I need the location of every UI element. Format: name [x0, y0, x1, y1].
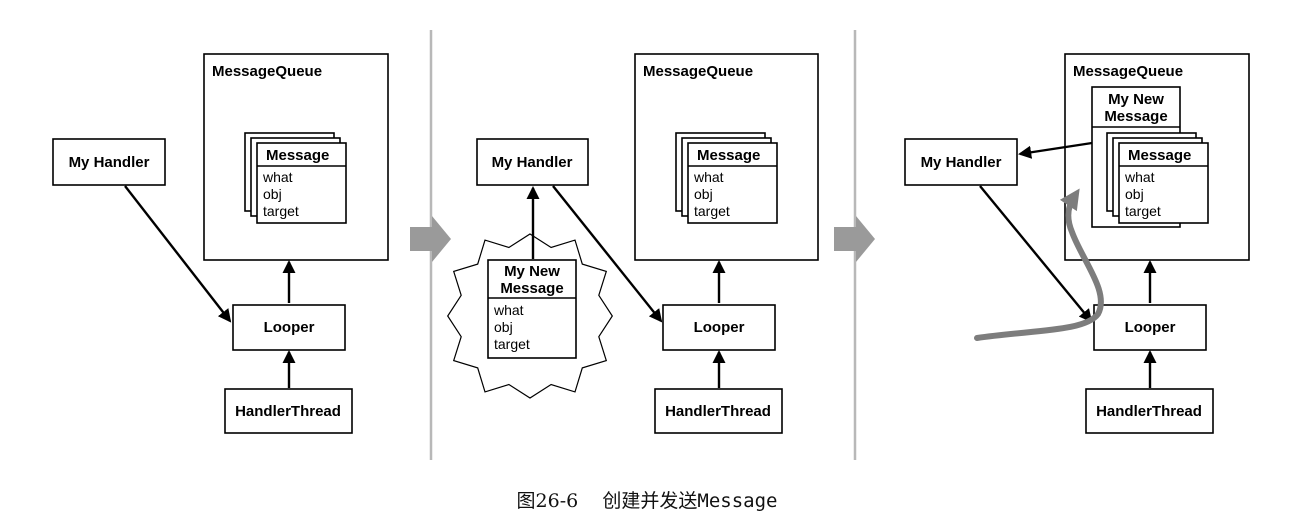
- message-field-target: target: [1125, 203, 1161, 219]
- panel-2: MessageQueue Message Message what obj ta…: [446, 53, 819, 434]
- my-handler-box: My Handler: [476, 138, 589, 186]
- my-handler-box: My Handler: [904, 138, 1018, 186]
- transition-arrow-icon: [410, 216, 451, 262]
- message-to-handler-arrow: [1018, 141, 1093, 159]
- looper-label: Looper: [264, 319, 315, 336]
- new-message-label-line2: Message: [500, 280, 563, 297]
- handler-thread-label: HandlerThread: [235, 403, 341, 420]
- message-queue-label: MessageQueue: [643, 63, 753, 80]
- message-field-what: what: [693, 169, 724, 185]
- my-handler-label: My Handler: [69, 154, 150, 171]
- handler-to-looper-arrow: [979, 185, 1093, 323]
- handler-thread-box: HandlerThread: [1085, 388, 1214, 434]
- message-stack: Message Message what obj target: [675, 132, 778, 224]
- message-field-obj: obj: [1125, 186, 1144, 202]
- message-field-obj: obj: [494, 319, 513, 335]
- message-stack: Message Message what obj target: [244, 132, 347, 224]
- panel-1: MessageQueue Message Message what obj ta…: [52, 53, 389, 434]
- message-stack: My New Message Message Message what obj …: [1091, 86, 1209, 228]
- looper-box: Looper: [1093, 304, 1207, 351]
- message-field-what: what: [1124, 169, 1155, 185]
- my-handler-label: My Handler: [921, 154, 1002, 171]
- new-message-label-line1: My New: [1108, 91, 1164, 108]
- looper-box: Looper: [232, 304, 346, 351]
- message-field-target: target: [494, 336, 530, 352]
- message-label: Message: [697, 147, 760, 164]
- handler-to-looper-arrow: [552, 185, 663, 323]
- message-field-obj: obj: [263, 186, 282, 202]
- handler-thread-label: HandlerThread: [1096, 403, 1202, 420]
- looper-label: Looper: [1125, 319, 1176, 336]
- handler-thread-label: HandlerThread: [665, 403, 771, 420]
- message-queue-label: MessageQueue: [1073, 63, 1183, 80]
- message-field-target: target: [263, 203, 299, 219]
- transition-arrow-icon: [834, 216, 875, 262]
- my-handler-box: My Handler: [52, 138, 166, 186]
- message-label: Message: [1128, 147, 1191, 164]
- message-label: Message: [266, 147, 329, 164]
- panel-3: MessageQueue My New Message Message Mess…: [904, 53, 1250, 434]
- message-field-what: what: [262, 169, 293, 185]
- figure-caption-text: 创建并发送: [602, 490, 698, 512]
- handler-to-looper-arrow: [124, 185, 232, 323]
- message-field-obj: obj: [694, 186, 713, 202]
- message-field-what: what: [493, 302, 524, 318]
- new-message-label-line1: My New: [504, 263, 560, 280]
- looper-label: Looper: [694, 319, 745, 336]
- figure-caption-code: Message: [697, 490, 778, 512]
- looper-box: Looper: [662, 304, 776, 351]
- message-field-target: target: [694, 203, 730, 219]
- new-message-label-line2: Message: [1104, 108, 1167, 125]
- handler-thread-box: HandlerThread: [654, 388, 783, 434]
- figure-number: 图26-6: [516, 490, 579, 512]
- handler-thread-box: HandlerThread: [224, 388, 353, 434]
- message-flow-curve: [974, 188, 1104, 341]
- new-message-box: My New Message what obj target: [487, 259, 577, 359]
- figure-caption: 图26-6 创建并发送Message: [0, 486, 1294, 513]
- my-handler-label: My Handler: [492, 154, 573, 171]
- message-queue-label: MessageQueue: [212, 63, 322, 80]
